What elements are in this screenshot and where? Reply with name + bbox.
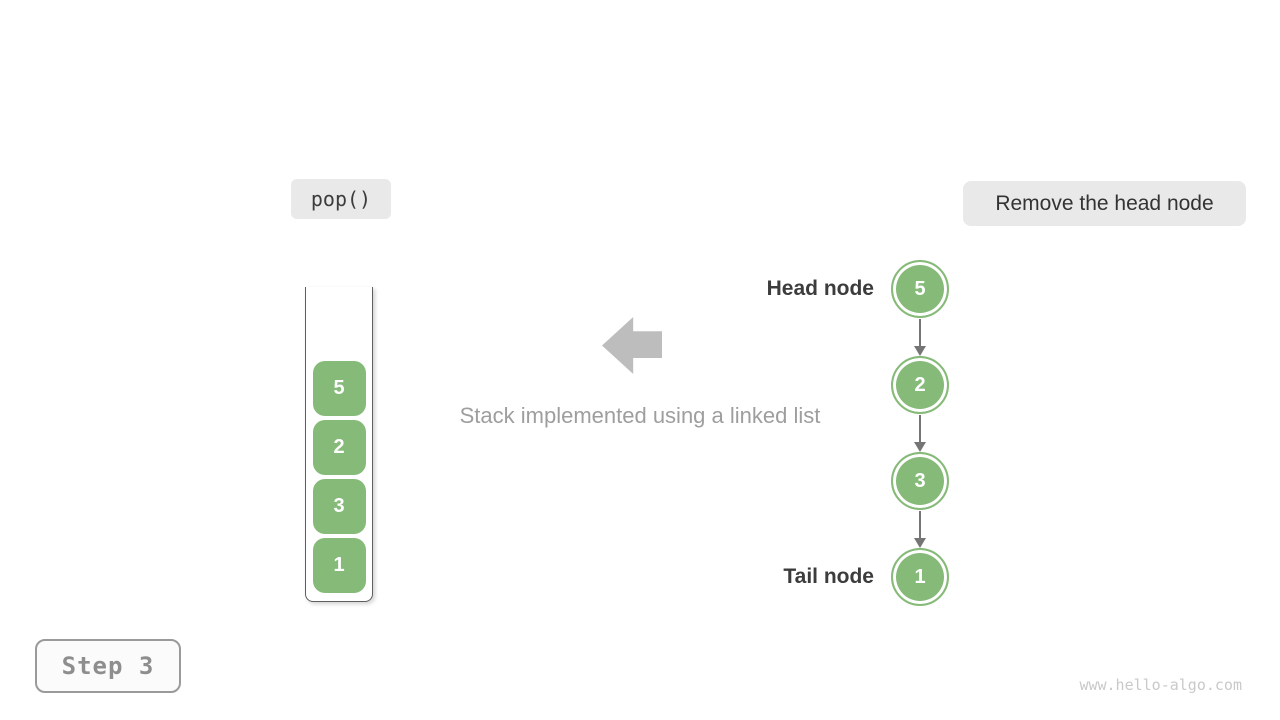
stack-cell: 1 [312, 538, 366, 593]
caption-text: Stack implemented using a linked list [459, 403, 821, 428]
step-badge: Step 3 [35, 639, 181, 693]
linked-list-node: 3 [891, 452, 949, 510]
down-arrow-icon [908, 511, 932, 548]
stack-cell: 3 [312, 479, 366, 534]
arrow-shaft [918, 319, 922, 346]
operation-description-badge: Remove the head node [963, 181, 1246, 226]
arrow-shaft [918, 415, 922, 442]
arrow-head [914, 346, 926, 356]
linked-list-node: 2 [891, 356, 949, 414]
arrow-head [914, 442, 926, 452]
operation-badge: pop() [291, 179, 391, 219]
linked-list-node: 5 [891, 260, 949, 318]
head-node-label: Head node [766, 277, 874, 300]
arrow-head [914, 538, 926, 548]
arrow-shaft [918, 511, 922, 538]
linked-list-node: 1 [891, 548, 949, 606]
down-arrow-icon [908, 415, 932, 452]
stack-cell: 2 [312, 420, 366, 475]
watermark-text: www.hello-algo.com [1079, 676, 1242, 694]
left-arrow-icon [602, 317, 662, 374]
stack-cell: 5 [312, 361, 366, 416]
down-arrow-icon [908, 319, 932, 356]
tail-node-label: Tail node [783, 565, 874, 588]
stack-container: 5 2 3 1 [305, 287, 373, 602]
